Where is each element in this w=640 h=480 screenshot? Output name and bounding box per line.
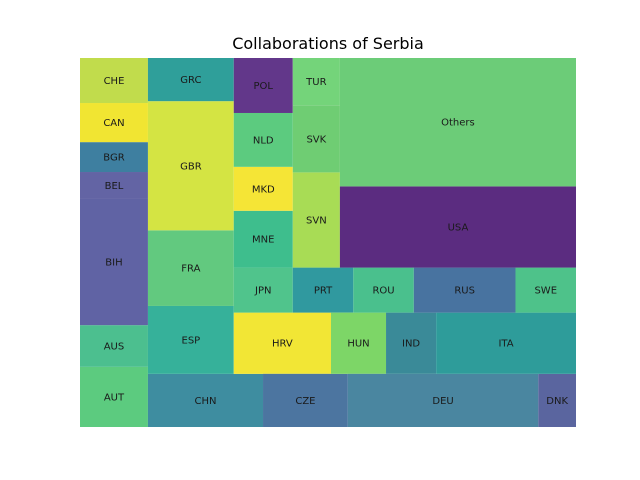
treemap-label-hrv: HRV (272, 339, 293, 350)
treemap-label-che: CHE (104, 76, 125, 87)
treemap-label-grc: GRC (180, 75, 201, 86)
treemap-cell-gbr (147, 101, 234, 231)
treemap-cell-ind (386, 312, 437, 374)
treemap-cell-hun (330, 312, 387, 374)
treemap-label-fra: FRA (181, 264, 200, 275)
treemap-cell-jpn (233, 267, 293, 313)
treemap-cell-dnk (538, 373, 576, 427)
treemap-label-pol: POL (254, 81, 274, 92)
chart-title: Collaborations of Serbia (232, 34, 424, 53)
treemap-cell-esp (147, 305, 234, 374)
treemap-cell-others (339, 58, 576, 187)
treemap-cell-bih (80, 198, 148, 326)
treemap-label-dnk: DNK (546, 396, 568, 407)
treemap-label-bih: BIH (105, 258, 122, 269)
treemap-cell-che (80, 58, 148, 104)
treemap-label-mne: MNE (252, 235, 274, 246)
treemap-label-aut: AUT (104, 392, 125, 403)
treemap-label-tur: TUR (305, 77, 326, 88)
treemap-cell-rus (413, 267, 516, 313)
treemap-label-chn: CHN (194, 396, 216, 407)
treemap-cell-aut (80, 366, 148, 427)
treemap-label-bel: BEL (105, 181, 124, 192)
treemap-label-nld: NLD (253, 135, 274, 146)
treemap-label-bgr: BGR (103, 153, 124, 164)
treemap-cell-svk (292, 105, 340, 173)
treemap-label-can: CAN (103, 118, 124, 129)
treemap-label-esp: ESP (182, 335, 201, 346)
treemap-cell-rou (353, 267, 414, 313)
treemap-label-mkd: MKD (252, 184, 275, 195)
treemap-label-aus: AUS (104, 342, 125, 353)
treemap-label-ita: ITA (498, 339, 513, 350)
treemap-label-others: Others (441, 118, 475, 129)
treemap-label-rou: ROU (372, 286, 394, 297)
treemap-label-deu: DEU (432, 396, 453, 407)
treemap-label-ind: IND (402, 339, 420, 350)
treemap-label-svk: SVK (306, 134, 326, 145)
treemap-label-swe: SWE (534, 286, 557, 297)
treemap-cell-aus (80, 325, 148, 367)
treemap-label-prt: PRT (314, 286, 333, 297)
treemap-cell-ita (436, 312, 576, 374)
treemap-label-rus: RUS (454, 286, 475, 297)
treemap-cell-fra (147, 230, 234, 306)
treemap-cell-nld (233, 112, 293, 167)
treemap-cell-bel (80, 172, 148, 199)
treemap-cell-mkd (233, 166, 293, 211)
treemap-label-gbr: GBR (180, 161, 202, 172)
treemap-cell-mne (233, 210, 293, 268)
treemap-cell-tur (292, 58, 340, 106)
treemap-cell-deu (347, 373, 539, 427)
treemap-label-jpn: JPN (254, 286, 271, 297)
treemap-cells: AUT AUS BIH BEL BGR CAN CHE CHN ESP FRA GBR GRC HRV J… (80, 58, 576, 427)
treemap-cell-chn (147, 373, 264, 427)
treemap-label-svn: SVN (306, 215, 327, 226)
treemap-label-usa: USA (448, 223, 469, 234)
treemap-cell-can (80, 103, 148, 143)
treemap-label-cze: CZE (295, 396, 315, 407)
treemap-cell-usa (339, 186, 576, 268)
treemap-cell-cze (263, 373, 348, 427)
treemap-cell-prt (292, 267, 354, 313)
treemap-cell-hrv (233, 312, 331, 374)
treemap-cell-grc (147, 58, 234, 102)
treemap-cell-pol (233, 58, 293, 113)
treemap-label-hun: HUN (347, 339, 369, 350)
treemap-cell-swe (515, 267, 576, 313)
treemap-cell-bgr (80, 142, 148, 173)
treemap-cell-svn (292, 172, 340, 268)
